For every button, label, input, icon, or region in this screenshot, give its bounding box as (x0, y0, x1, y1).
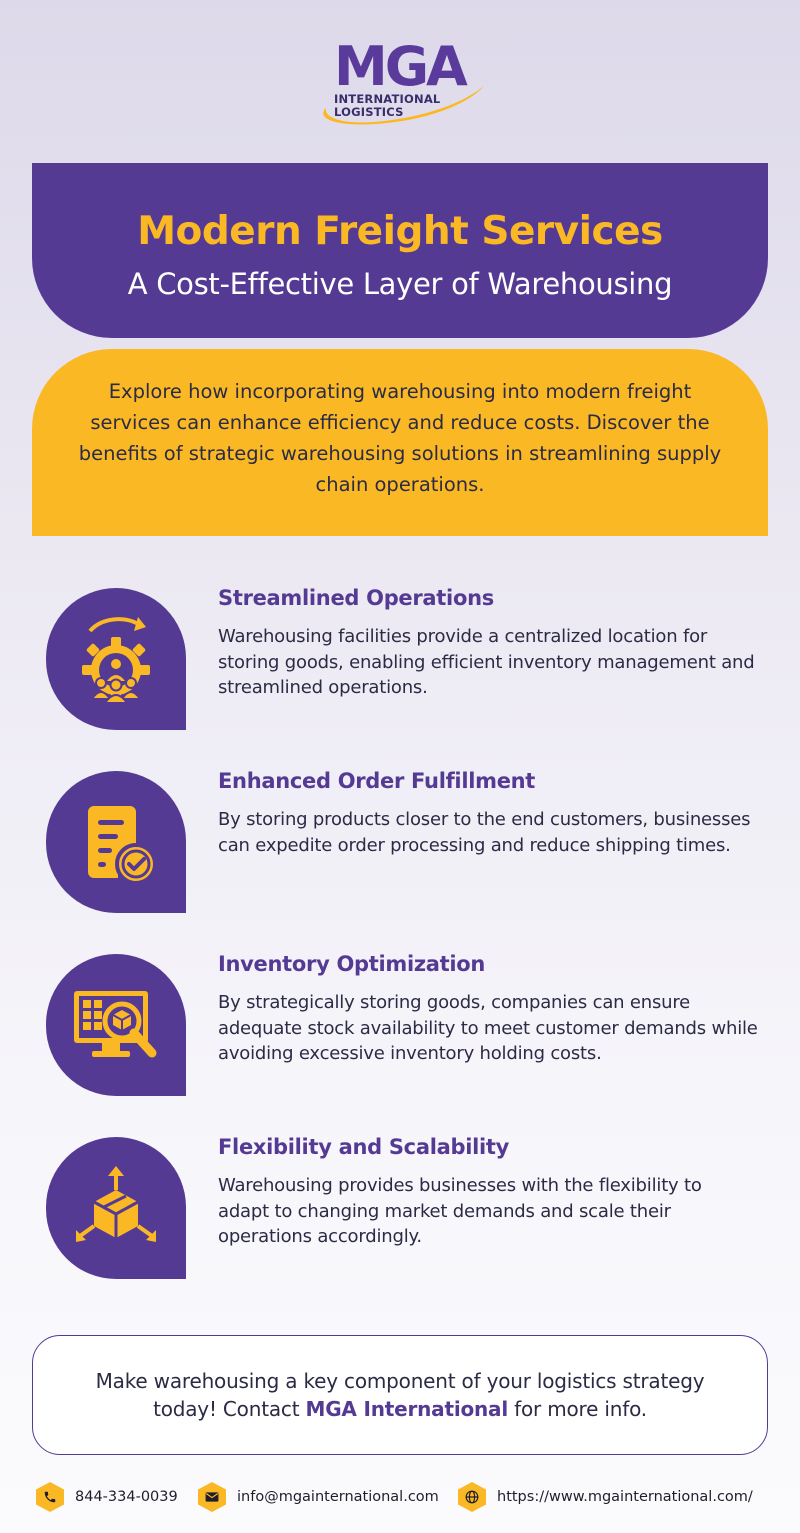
feature-title: Enhanced Order Fulfillment (218, 769, 536, 793)
page-title: Modern Freight Services (137, 209, 663, 254)
feature-description: Warehousing provides businesses with the… (218, 1175, 702, 1247)
globe-icon (458, 1482, 486, 1512)
feature-badge (46, 771, 186, 913)
cta-text-before: Make warehousing a key component of your… (95, 1369, 705, 1421)
scalable-box-icon (76, 1166, 156, 1242)
inventory-search-icon (74, 991, 157, 1058)
feature-description: By strategically storing goods, companie… (218, 992, 758, 1064)
feature-title: Flexibility and Scalability (218, 1135, 510, 1159)
cta-box: Make warehousing a key component of your… (32, 1335, 768, 1455)
logo-swoosh-icon (323, 86, 484, 125)
feature-item: Inventory Optimization By strategically … (46, 952, 766, 1096)
feature-badge (46, 1137, 186, 1279)
gear-team-icon (82, 617, 150, 704)
feature-item: Streamlined Operations Warehousing facil… (46, 586, 766, 730)
checklist-approved-icon (88, 806, 157, 885)
feature-title: Streamlined Operations (218, 586, 494, 610)
feature-badge (46, 588, 186, 730)
feature-title: Inventory Optimization (218, 952, 486, 976)
intro-box: Explore how incorporating warehousing in… (32, 349, 768, 536)
cta-brand-link[interactable]: MGA International (305, 1397, 509, 1421)
contact-phone[interactable]: 844-334-0039 (36, 1482, 178, 1512)
email-icon (198, 1482, 226, 1512)
contact-bar: 844-334-0039 info@mgainternational.com h… (36, 1482, 776, 1512)
email-address[interactable]: info@mgainternational.com (237, 1489, 439, 1505)
page-subtitle: A Cost-Effective Layer of Warehousing (127, 267, 673, 301)
logo-tagline-2: LOGISTICS (334, 105, 404, 119)
logo-wordmark: MGA (334, 35, 468, 98)
phone-number[interactable]: 844-334-0039 (75, 1489, 178, 1505)
feature-badge (46, 954, 186, 1096)
feature-item: Flexibility and Scalability Warehousing … (46, 1135, 766, 1279)
website-url[interactable]: https://www.mgainternational.com/ (497, 1489, 753, 1505)
cta-text: Make warehousing a key component of your… (73, 1367, 727, 1423)
phone-icon (36, 1482, 64, 1512)
intro-text: Explore how incorporating warehousing in… (78, 379, 722, 496)
contact-email[interactable]: info@mgainternational.com (198, 1482, 439, 1512)
feature-description: By storing products closer to the end cu… (218, 809, 751, 856)
feature-description: Warehousing facilities provide a central… (218, 626, 755, 698)
feature-item: Enhanced Order Fulfillment By storing pr… (46, 769, 766, 913)
cta-text-after: for more info. (508, 1397, 647, 1421)
company-logo: MGA INTERNATIONAL LOGISTICS (312, 38, 492, 134)
contact-website[interactable]: https://www.mgainternational.com/ (458, 1482, 753, 1512)
hero-banner: Modern Freight Services A Cost-Effective… (32, 163, 768, 338)
logo-tagline-1: INTERNATIONAL (334, 92, 441, 106)
